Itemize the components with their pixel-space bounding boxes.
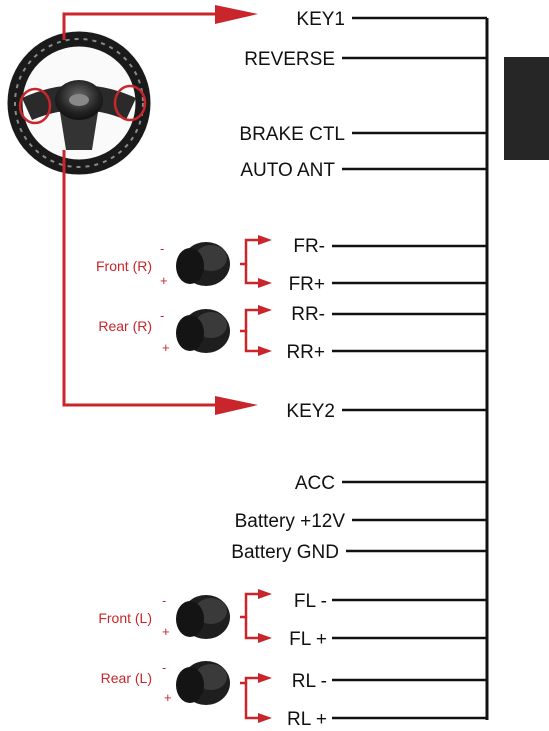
wire-label-rl-pos: RL + [287, 709, 327, 730]
plus-sign: + [162, 624, 170, 639]
speaker-label-rear-left: Rear (L) [101, 670, 152, 686]
wire-label-fl-neg: FL - [294, 591, 327, 612]
minus-sign: - [160, 308, 164, 323]
steering-routing [62, 12, 222, 407]
speaker-label-front-right: Front (R) [96, 258, 152, 274]
wire-label-reverse: REVERSE [244, 49, 335, 70]
speaker-icon-front-right [176, 242, 230, 286]
speaker-label-rear-right: Rear (R) [98, 318, 152, 334]
wire-label-battery-gnd: Battery GND [231, 542, 339, 563]
wire-label-fr-pos: FR+ [289, 274, 325, 295]
wire-label-fl-pos: FL + [289, 629, 327, 650]
wire-label-rr-pos: RR+ [286, 342, 325, 363]
speaker-icon-rear-right [176, 309, 230, 353]
key1-arrow [215, 5, 258, 24]
minus-sign: - [162, 593, 166, 608]
plus-sign: + [164, 690, 172, 705]
minus-sign: - [160, 241, 164, 256]
wire-label-fr-neg: FR- [293, 236, 325, 257]
connector-block [504, 57, 549, 160]
wire-label-acc: ACC [295, 473, 335, 494]
speaker-label-front-left: Front (L) [98, 610, 152, 626]
speaker-icon-rear-left [176, 661, 230, 705]
wire-label-brake-ctl: BRAKE CTL [239, 124, 345, 145]
speaker-bracket-arrows [258, 235, 272, 723]
speaker-brackets [240, 238, 262, 720]
steering-wheel-icon [7, 30, 151, 175]
wire-label-key1: KEY1 [296, 9, 345, 30]
plus-sign: + [160, 273, 168, 288]
wire-label-rl-neg: RL - [292, 671, 327, 692]
plus-sign: + [162, 340, 170, 355]
minus-sign: - [162, 660, 166, 675]
wire-label-auto-ant: AUTO ANT [240, 160, 335, 181]
wire-label-rr-neg: RR- [291, 304, 325, 325]
wire-label-battery-12v: Battery +12V [235, 511, 346, 532]
speaker-icon-front-left [176, 595, 230, 639]
wire-label-key2: KEY2 [286, 401, 335, 422]
key2-arrow [215, 396, 258, 415]
wire-lines [332, 16, 487, 720]
